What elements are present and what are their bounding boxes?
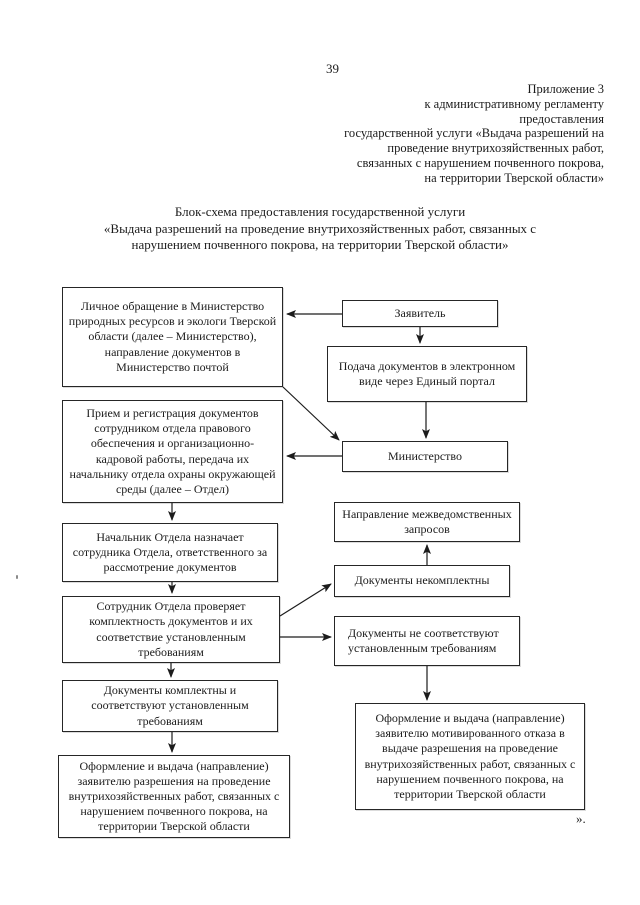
closing-quote: ».	[576, 811, 586, 826]
page-number: 39	[326, 61, 339, 76]
flow-box-docs-noncompliant: Документы не соответствуют установленным…	[334, 616, 520, 666]
appendix-line: связанных с нарушением почвенного покров…	[356, 155, 604, 170]
flow-box-label: Документы не соответствуют установленным…	[348, 625, 499, 655]
title-line: «Выдача разрешений на проведение внутрих…	[103, 220, 537, 236]
flow-box-label: Начальник Отдела назначает сотрудника От…	[72, 529, 268, 575]
appendix-header: Приложение 3 к административному регламе…	[174, 82, 604, 186]
flow-box-label: Документы некомплектны	[354, 573, 490, 588]
arrow-employee-to-incomplete	[279, 583, 332, 617]
flow-box-label: Прием и регистрация документов сотрудник…	[69, 405, 276, 496]
flow-box-label: Министерство	[388, 448, 462, 463]
flow-box-label: Личное обращение в Министерство природны…	[68, 298, 277, 374]
appendix-line: государственной услуги «Выдача разрешени…	[344, 126, 604, 141]
flow-box-employee-checks: Сотрудник Отдела проверяет комплектность…	[62, 596, 280, 663]
flow-box-issue-permit: Оформление и выдача (направление) заявит…	[58, 755, 290, 838]
flow-box-label: Подача документов в электронном виде чер…	[338, 358, 516, 388]
flow-box-label: Документы комплектны и соответствуют уст…	[91, 683, 249, 728]
flow-box-docs-incomplete: Документы некомплектны	[334, 565, 510, 597]
flowchart-title: Блок-схема предоставления государственно…	[0, 204, 640, 254]
title-line: Блок-схема предоставления государственно…	[174, 204, 466, 219]
appendix-line: предоставления	[519, 111, 604, 126]
scan-artifact	[16, 575, 18, 579]
title-line: нарушением почвенного покрова, на террит…	[131, 237, 509, 252]
flow-box-label: Сотрудник Отдела проверяет комплектность…	[89, 599, 253, 659]
flow-box-head-assigns: Начальник Отдела назначает сотрудника От…	[62, 523, 278, 582]
appendix-line: на территории Тверской области»	[424, 170, 604, 185]
flow-box-electronic-submission: Подача документов в электронном виде чер…	[327, 346, 527, 402]
flow-box-ministry: Министерство	[342, 441, 508, 472]
flow-box-issue-refusal: Оформление и выдача (направление) заявит…	[355, 703, 585, 810]
flow-box-applicant: Заявитель	[342, 300, 498, 327]
flow-box-label: Оформление и выдача (направление) заявит…	[364, 710, 576, 801]
appendix-line: к административному регламенту	[424, 96, 604, 111]
appendix-line: проведение внутрихозяйственных работ,	[387, 141, 604, 156]
flow-box-label: Заявитель	[394, 305, 446, 320]
flow-box-label: Направление межведомственных запросов	[342, 506, 512, 536]
flow-box-personal-appeal: Личное обращение в Министерство природны…	[62, 287, 283, 387]
flow-box-docs-complete: Документы комплектны и соответствуют уст…	[62, 680, 278, 732]
flow-box-label: Оформление и выдача (направление) заявит…	[68, 758, 280, 834]
flow-box-interagency-requests: Направление межведомственных запросов	[334, 502, 520, 542]
appendix-line: Приложение 3	[527, 82, 604, 96]
flow-box-reception-registration: Прием и регистрация документов сотрудник…	[62, 400, 283, 503]
